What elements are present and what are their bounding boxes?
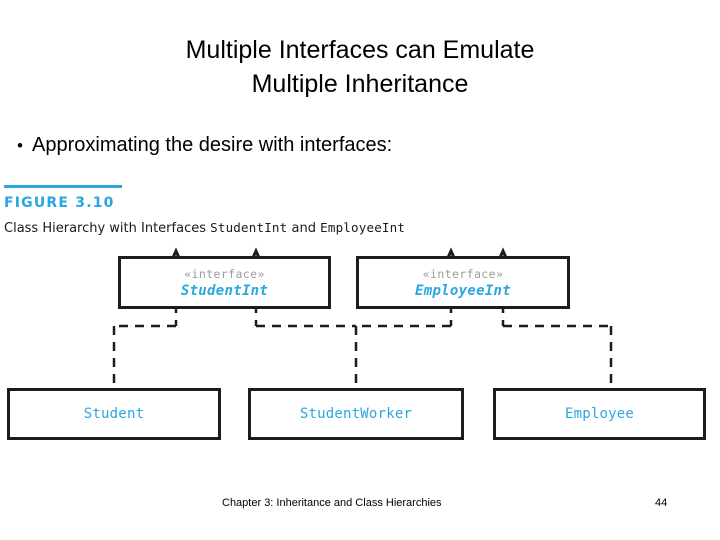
interface-name-studentint: StudentInt [180,282,269,299]
footer-page-number: 44 [655,497,668,509]
uml-class-box-employee[interactable]: Employee [493,388,706,440]
figure-caption-conjunction: and [287,221,321,236]
figure-block: FIGURE 3.10 Class Hierarchy with Interfa… [0,182,720,472]
class-name-student: Student [83,406,145,422]
interface-name-employeeint: EmployeeInt [414,282,512,299]
stereotype-label-studentint: «interface» [184,266,265,281]
figure-caption-interface-2: EmployeeInt [320,220,406,235]
class-name-employee: Employee [564,406,635,422]
slide-title: Multiple Interfaces can Emulate Multiple… [185,36,535,98]
class-name-studentworker: StudentWorker [299,406,413,422]
uml-interface-box-employeeint[interactable]: «interface» EmployeeInt [356,256,570,309]
figure-caption-prefix: Class Hierarchy with Interfaces [4,221,211,236]
bullet-item: • Approximating the desire with interfac… [8,132,712,159]
figure-caption-interface-1: StudentInt [210,220,288,235]
figure-caption: Class Hierarchy with Interfaces StudentI… [4,220,405,236]
stereotype-label-employeeint: «interface» [422,266,504,281]
uml-class-box-studentworker[interactable]: StudentWorker [248,388,464,440]
footer-chapter-label: Chapter 3: Inheritance and Class Hierarc… [222,497,442,509]
uml-class-diagram: «interface» StudentInt «interface» Emplo… [0,182,720,472]
uml-class-box-student[interactable]: Student [7,388,221,440]
figure-number-label: FIGURE 3.10 [4,195,115,211]
uml-interface-box-studentint[interactable]: «interface» StudentInt [118,256,331,309]
bullet-marker-icon: • [17,136,23,155]
bullet-text: Approximating the desire with interfaces… [32,134,393,156]
figure-rule-divider [4,185,122,188]
